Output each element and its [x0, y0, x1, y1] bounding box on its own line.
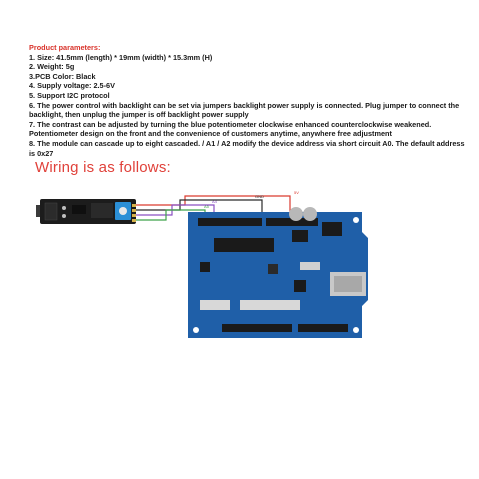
vcc-wire	[136, 195, 291, 218]
wiring-title: Wiring is as follows:	[35, 159, 171, 176]
arduino-board	[188, 207, 368, 338]
param-size: 1. Size: 41.5mm (length) * 19mm (width) …	[29, 52, 213, 62]
param-protocol: 5. Support I2C protocol	[29, 90, 110, 100]
param-pcb-color: 3.PCB Color: Black	[29, 71, 96, 81]
sda-wire	[136, 204, 215, 218]
parameters-heading: Product parameters:	[29, 43, 101, 52]
product-parameters: Product parameters: 1. Size: 41.5mm (len…	[29, 43, 471, 158]
param-supply-voltage: 4. Supply voltage: 2.5-6V	[29, 81, 115, 91]
param-contrast: 7. The contrast can be adjusted by turni…	[29, 119, 432, 139]
gnd-wire	[136, 199, 263, 218]
i2c-module	[36, 199, 136, 224]
label-gnd: GND	[255, 194, 264, 199]
label-a5: A5	[204, 204, 210, 209]
param-weight: 2. Weight: 5g	[29, 62, 75, 72]
label-5v: 5V	[294, 190, 299, 195]
label-a4: A4	[212, 199, 218, 204]
param-cascade: 8. The module can cascade up to eight ca…	[29, 138, 465, 158]
param-backlight: 6. The power control with backlight can …	[29, 100, 460, 120]
